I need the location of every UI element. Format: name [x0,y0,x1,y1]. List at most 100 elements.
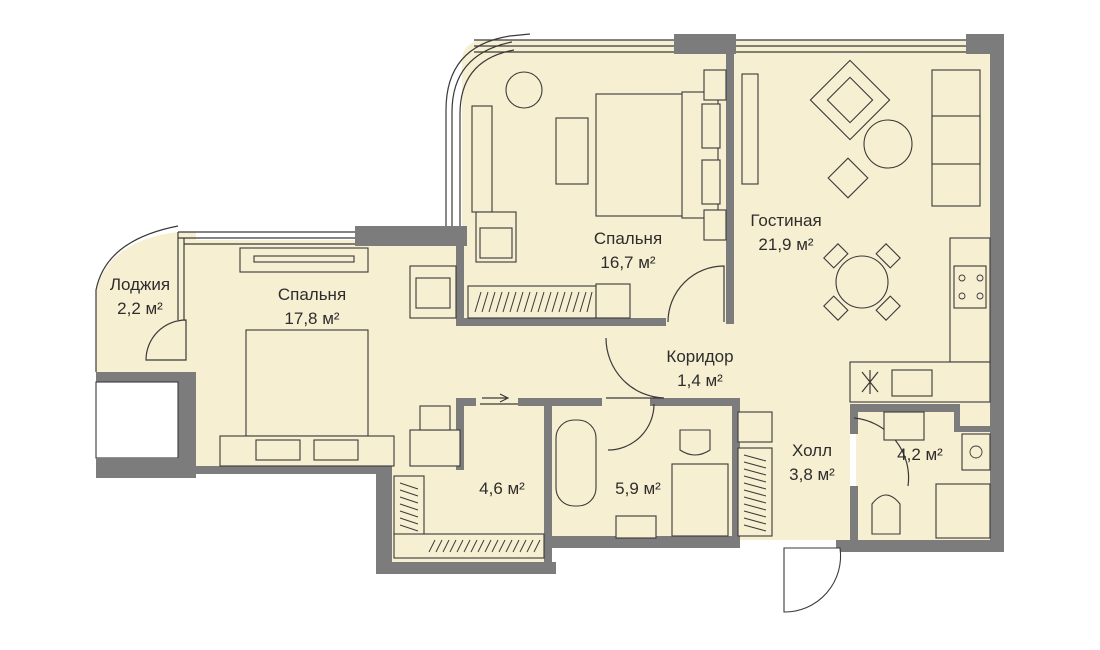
wardrobe-icon [471,105,493,213]
wardrobe-hatching [399,291,767,553]
hatch-line [477,539,485,553]
wall-segment [850,486,858,552]
sliding-door-arrow-icon [482,393,510,403]
wall-segment [990,34,1004,552]
pillow-icon [313,439,359,461]
pillow-icon [701,159,721,205]
wall-segment [732,404,740,548]
room-area-bedroom-top: 16,7 м² [600,253,655,272]
chair-icon [875,295,901,321]
wall-segment [196,466,392,474]
doors [145,265,910,613]
room-area-bedroom-left: 17,8 м² [284,309,339,328]
tv-icon [253,255,355,263]
hatch-line [474,291,482,313]
room-name-loggia: Лоджия [110,275,170,294]
radiator-icon [555,117,589,185]
window-bedroom-left [178,231,355,245]
hatch-line [743,468,767,476]
hatch-line [449,539,457,553]
pillow-icon [701,103,721,149]
hatch-line [442,539,450,553]
loggia-edge [95,225,179,372]
hatch-line [481,291,489,313]
wardrobe-icon [737,447,773,537]
hatch-line [743,454,767,462]
chair-icon [419,405,451,431]
hatch-line [512,539,520,553]
burner [958,292,966,300]
burner [958,274,966,282]
hatch-line [495,291,503,313]
bed-icon [245,329,369,437]
hatch-line [491,539,499,553]
chair-icon [875,243,901,269]
tv-stand-icon [741,73,759,185]
room-area-corridor: 1,4 м² [677,371,723,390]
hatch-line [743,503,767,511]
hatch-line [435,539,443,553]
hatch-line [523,291,531,313]
hatch-line [743,517,767,525]
shower-icon [671,463,729,537]
wall-segment [376,466,392,574]
hatch-line [743,496,767,504]
wall-segment [96,372,182,382]
chair-icon [823,295,849,321]
nightstand-icon [703,69,727,101]
nightstand-icon [703,209,727,241]
hood-icon [861,370,879,394]
hatch-line [498,539,506,553]
shaft [95,381,179,459]
room-name-bedroom-left: Спальня [278,285,346,304]
wall-segment [850,404,858,434]
walls [95,33,1004,574]
shower-icon [935,483,991,539]
chair-icon [823,243,849,269]
wall-segment [96,458,196,478]
floor-loggia [96,232,196,372]
sofa-seat [931,115,981,165]
hatch-line [463,539,471,553]
window-bedroom-left-side [177,232,185,320]
boiler-dial [969,445,983,459]
sink-icon [883,411,925,441]
hatch-line [399,503,419,511]
hatch-line [509,291,517,313]
hatch-line [399,524,419,532]
wall-segment [544,536,740,548]
wall-segment [376,562,556,574]
hatch-line [456,539,464,553]
hatch-line [399,517,419,525]
floor-corridor [664,322,734,404]
wall-segment [674,34,736,54]
door-swing-icon [145,319,187,361]
room-area-wc: 4,2 м² [897,445,943,464]
room-area-bathroom: 5,9 м² [615,479,661,498]
hatch-line [579,291,587,313]
armchair-seat [415,277,451,309]
window-corner [459,49,515,226]
hatch-line [558,291,566,313]
dining-table-icon [835,255,889,309]
door-swing-icon [667,265,725,323]
window-living [736,39,966,53]
wall-segment [355,226,467,246]
hatch-line [533,539,541,553]
room-area-living: 21,9 м² [758,235,813,254]
hatch-line [586,291,593,313]
pillow-icon [255,439,301,461]
hatch-line [551,291,559,313]
armchair-seat [826,76,874,124]
hatch-line [572,291,580,313]
room-name-living: Гостиная [750,211,821,230]
hatch-line [516,291,524,313]
hatch-line [399,510,419,518]
wall-segment [836,540,856,552]
sink-icon [891,369,933,397]
hatch-line [519,539,527,553]
hatch-line [743,475,767,483]
wall-segment [456,398,476,406]
pouf-icon [827,157,869,199]
boiler-icon [961,433,991,471]
